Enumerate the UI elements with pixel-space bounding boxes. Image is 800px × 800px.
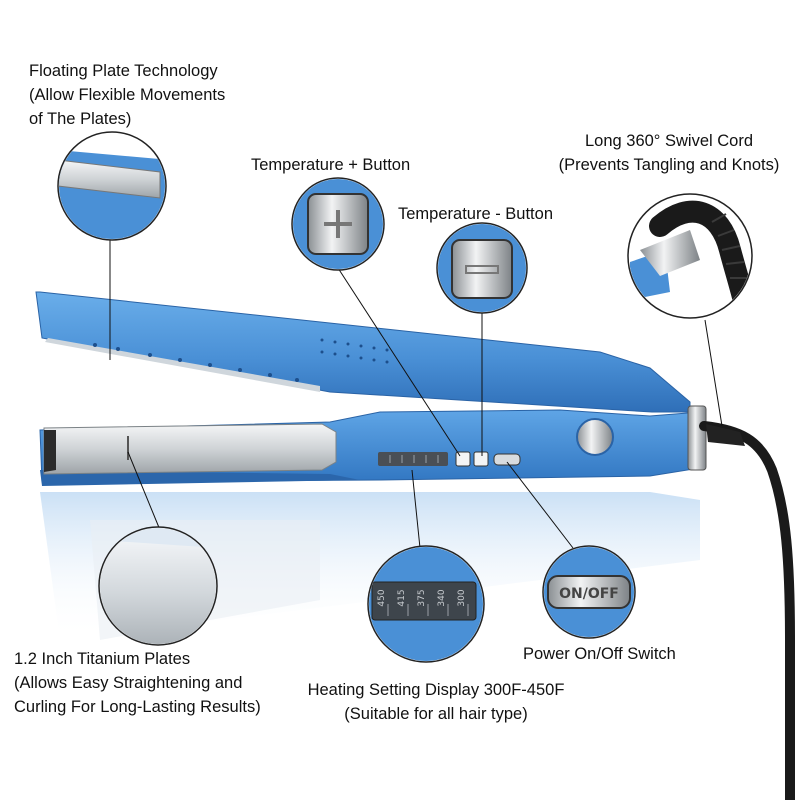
- swivel-collar: [687, 405, 707, 471]
- vent-dots: [93, 338, 389, 382]
- label-temp-minus: Temperature - Button: [398, 202, 553, 226]
- display-tick-label: 450: [377, 589, 387, 606]
- label-floating-plate: Floating Plate Technology (Allow Flexibl…: [29, 59, 225, 131]
- display-tick-label: 375: [417, 589, 427, 606]
- upper-arm: [35, 291, 691, 413]
- label-titanium-plates: 1.2 Inch Titanium Plates (Allows Easy St…: [14, 647, 261, 719]
- zoom-titanium-plates: [98, 526, 218, 646]
- label-line: Heating Setting Display 300F-450F: [307, 681, 565, 699]
- zoom-floating-plate: [57, 131, 167, 241]
- plus-button-small: [455, 451, 471, 467]
- cord: [699, 421, 795, 800]
- zoom-power-switch: ON/OFF: [542, 545, 636, 639]
- label-line: (Allows Easy Straightening and: [14, 674, 243, 692]
- label-line: 1.2 Inch Titanium Plates: [14, 650, 191, 668]
- temperature-display: [378, 452, 448, 466]
- label-temp-plus: Temperature + Button: [251, 153, 410, 177]
- label-line: Temperature - Button: [398, 205, 553, 223]
- zoom-temp-plus: [291, 177, 385, 271]
- label-heating-display: Heating Setting Display 300F-450F (Suita…: [298, 678, 574, 726]
- label-line: Power On/Off Switch: [523, 645, 676, 663]
- label-line: (Allow Flexible Movements: [29, 86, 226, 104]
- power-switch-small: [493, 453, 521, 466]
- zoom-swivel-cord: [627, 193, 753, 319]
- round-chrome-button: [576, 418, 614, 456]
- label-line: Long 360° Swivel Cord: [584, 132, 754, 150]
- label-line: (Prevents Tangling and Knots): [558, 156, 780, 174]
- display-tick-label: 340: [437, 589, 447, 606]
- label-line: Temperature + Button: [251, 156, 411, 174]
- pointer-lines: [109, 228, 723, 549]
- label-line: (Suitable for all hair type): [344, 705, 528, 723]
- display-tick-label: 300: [457, 589, 467, 606]
- minus-button-small: [473, 451, 489, 467]
- switch-text: ON/OFF: [559, 586, 619, 602]
- label-power-switch: Power On/Off Switch: [523, 642, 676, 666]
- label-swivel-cord: Long 360° Swivel Cord (Prevents Tangling…: [540, 129, 798, 177]
- zoom-temp-minus: [436, 222, 528, 314]
- display-tick-label: 415: [397, 589, 407, 606]
- lower-arm: [39, 405, 707, 486]
- label-line: Floating Plate Technology: [29, 62, 218, 80]
- label-line: of The Plates): [29, 110, 132, 128]
- label-line: Curling For Long-Lasting Results): [14, 698, 261, 716]
- titanium-plate: [43, 423, 337, 475]
- zoom-heating-display: 450 415 375 340 300: [367, 545, 485, 663]
